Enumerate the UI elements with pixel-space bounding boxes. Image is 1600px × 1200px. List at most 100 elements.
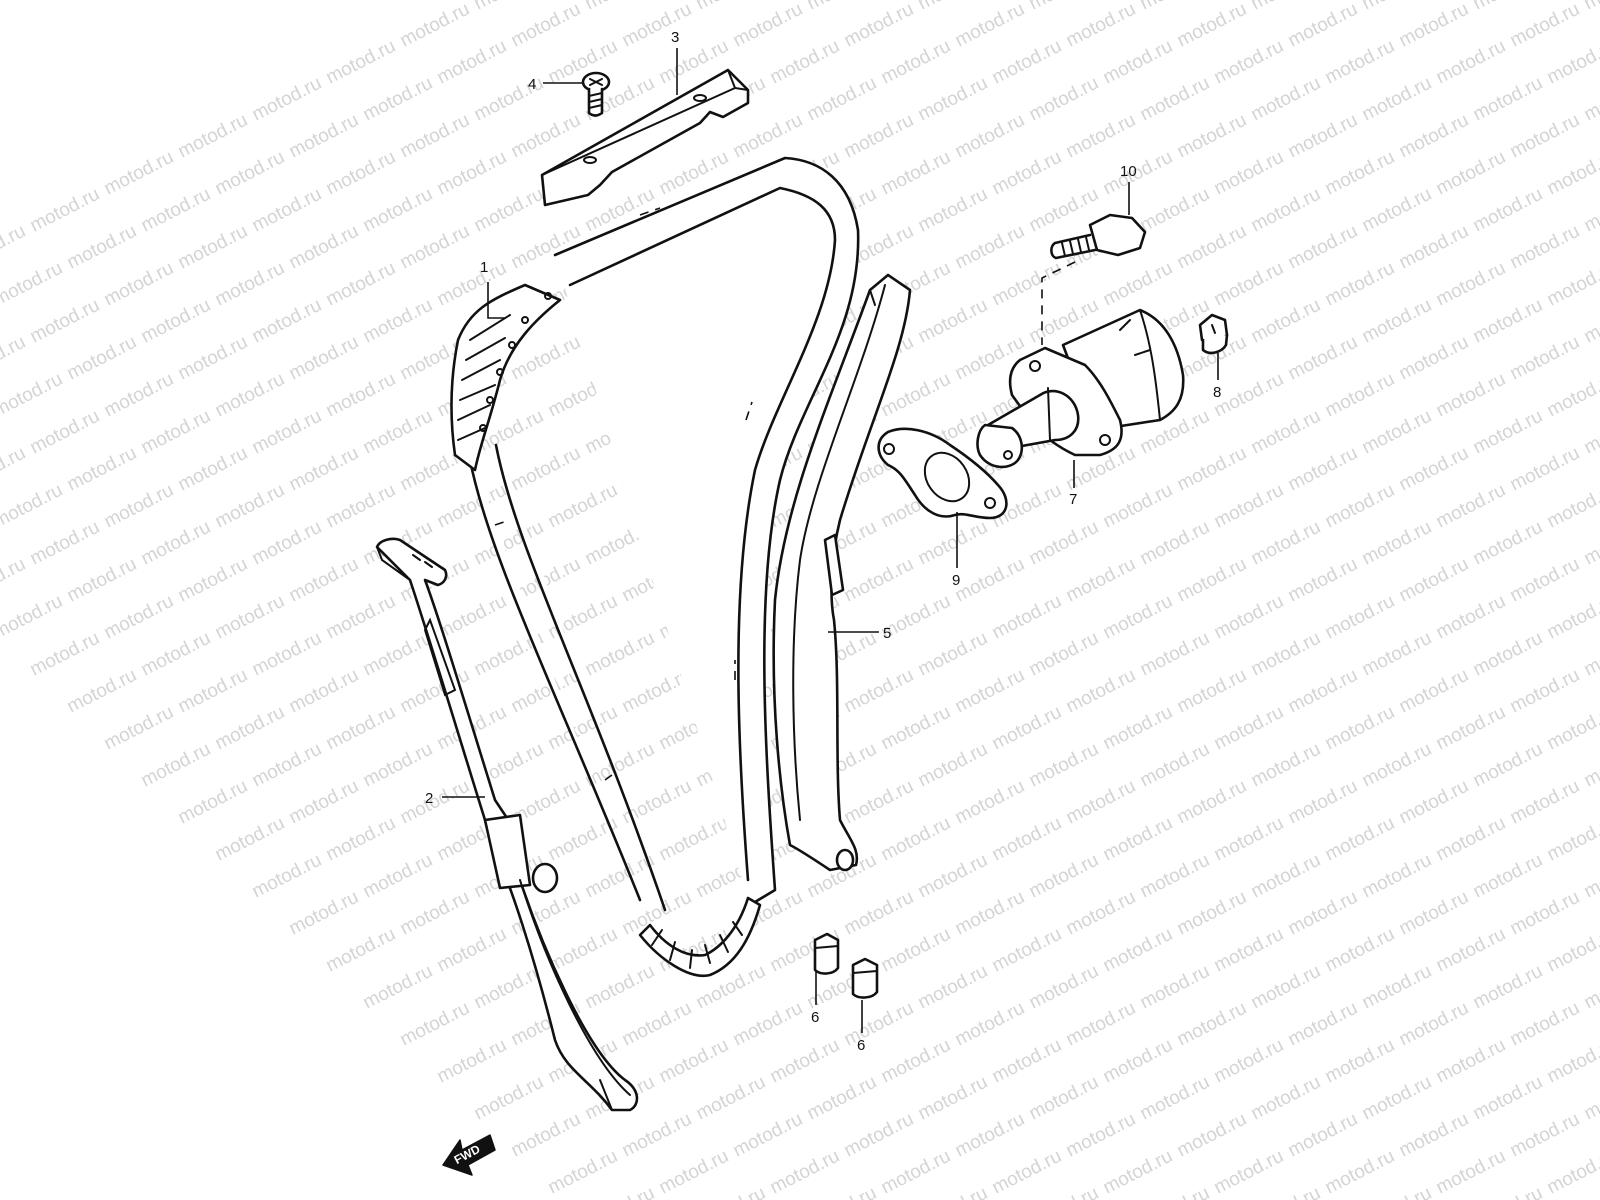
watermark-text: motod.ru (1581, 517, 1600, 570)
watermark-text: motod.ru (397, 887, 473, 940)
watermark-text: motod.ru (286, 554, 362, 607)
watermark-text: motod.ru (360, 961, 436, 1014)
watermark-text: motod.ru (1322, 258, 1398, 311)
watermark-text: motod.ru (1137, 517, 1213, 570)
watermark-text: motod.ru (915, 295, 991, 348)
watermark-text: motod.ru (1285, 998, 1361, 1051)
watermark-text: motod.ru (1544, 702, 1600, 755)
watermark-text: motod.ru (1470, 517, 1546, 570)
watermark-text: motod.ru (1100, 702, 1176, 755)
watermark-text: motod.ru (1100, 36, 1176, 89)
watermark-text: motod.ru (582, 1183, 658, 1200)
watermark-text: motod.ru (1433, 1035, 1509, 1088)
callout-6b: 6 (857, 1037, 865, 1054)
watermark-text: motod.ru (915, 0, 991, 14)
rubber-damper-right (851, 957, 879, 999)
watermark-text: motod.ru (1396, 443, 1472, 496)
watermark-text: motod.ru (1248, 517, 1324, 570)
watermark-text: motod.ru (175, 665, 251, 718)
watermark-text: motod.ru (1285, 443, 1361, 496)
watermark-text: motod.ru (397, 998, 473, 1051)
watermark-text: motod.ru (1248, 961, 1324, 1014)
watermark-text: motod.ru (508, 0, 584, 51)
watermark-text: motod.ru (1285, 221, 1361, 274)
watermark-text: motod.ru (323, 480, 399, 533)
watermark-text: motod.ru (286, 110, 362, 163)
watermark-text: motod.ru (138, 628, 214, 681)
watermark-text: motod.ru (27, 628, 103, 681)
watermark-text: motod.ru (1581, 739, 1600, 792)
screw (581, 71, 611, 117)
watermark-text: motod.ru (360, 184, 436, 237)
watermark-text: motod.ru (360, 628, 436, 681)
watermark-text: motod.ru (545, 924, 621, 977)
watermark-text: motod.ru (1174, 110, 1250, 163)
watermark-text: motod.ru (1137, 961, 1213, 1014)
watermark-text: motod.ru (1359, 0, 1435, 14)
watermark-text: motod.ru (471, 1072, 547, 1125)
watermark-text: motod.ru (1211, 591, 1287, 644)
watermark-text: motod.ru (1026, 1072, 1102, 1125)
watermark-text: motod.ru (1507, 332, 1583, 385)
watermark-text: motod.ru (0, 369, 66, 422)
watermark-text: motod.ru (1359, 1072, 1435, 1125)
watermark-text: motod.ru (249, 517, 325, 570)
watermark-text: motod.ru (212, 480, 288, 533)
watermark-text: motod.ru (1433, 702, 1509, 755)
watermark-text: motod.ru (249, 628, 325, 681)
watermark-text: motod.ru (1211, 36, 1287, 89)
watermark-text: motod.ru (693, 0, 769, 14)
watermark-text: motod.ru (767, 1146, 843, 1199)
watermark-text: motod.ru (471, 184, 547, 237)
watermark-text: motod.ru (1581, 961, 1600, 1014)
watermark-text: motod.ru (1174, 221, 1250, 274)
watermark-text: motod.ru (212, 369, 288, 422)
watermark-text: motod.ru (841, 0, 917, 51)
watermark-text: motod.ru (619, 1109, 695, 1162)
watermark-text: motod.ru (1174, 0, 1250, 51)
watermark-text: motod.ru (952, 554, 1028, 607)
watermark-text: motod.ru (1470, 184, 1546, 237)
watermark-text: motod.ru (1026, 517, 1102, 570)
watermark-text: motod.ru (915, 739, 991, 792)
watermark-text: motod.ru (323, 258, 399, 311)
watermark-text: motod.ru (1433, 147, 1509, 200)
watermark-text: motod.ru (767, 1035, 843, 1088)
callout-5: 5 (883, 625, 891, 642)
watermark-text: motod.ru (101, 258, 177, 311)
watermark-text: motod.ru (1544, 369, 1600, 422)
watermark-text: motod.ru (1100, 1035, 1176, 1088)
watermark-text: motod.ru (1285, 110, 1361, 163)
watermark-text: motod.ru (1322, 702, 1398, 755)
watermark-text: motod.ru (286, 887, 362, 940)
watermark-text: motod.ru (730, 1109, 806, 1162)
watermark-text: motod.ru (323, 813, 399, 866)
watermark-text: motod.ru (1026, 628, 1102, 681)
watermark-text: motod.ru (249, 739, 325, 792)
watermark-text: motod.ru (1359, 184, 1435, 237)
watermark-text: motod.ru (175, 332, 251, 385)
watermark-text: motod.ru (1137, 73, 1213, 126)
watermark-text: motod.ru (1470, 628, 1546, 681)
watermark-text: motod.ru (582, 0, 658, 14)
watermark-text: motod.ru (1322, 1146, 1398, 1199)
watermark-text: motod.ru (1137, 0, 1213, 14)
watermark-text: motod.ru (1470, 295, 1546, 348)
watermark-text: motod.ru (64, 332, 140, 385)
watermark-text: motod.ru (1174, 887, 1250, 940)
watermark-text: motod.ru (1507, 887, 1583, 940)
watermark-text: motod.ru (1544, 1146, 1600, 1199)
watermark-text: motod.ru (878, 702, 954, 755)
watermark-text: motod.ru (1063, 1109, 1139, 1162)
watermark-text: motod.ru (1359, 961, 1435, 1014)
watermark-text: motod.ru (64, 554, 140, 607)
watermark-text: motod.ru (656, 1035, 732, 1088)
callout-7: 7 (1069, 491, 1077, 508)
watermark-text: motod.ru (1359, 406, 1435, 459)
watermark-text: motod.ru (1137, 1072, 1213, 1125)
watermark-text: motod.ru (1359, 739, 1435, 792)
watermark-text: motod.ru (656, 813, 732, 866)
watermark-text: motod.ru (730, 998, 806, 1051)
watermark-text: motod.ru (323, 36, 399, 89)
watermark-text: motod.ru (175, 221, 251, 274)
